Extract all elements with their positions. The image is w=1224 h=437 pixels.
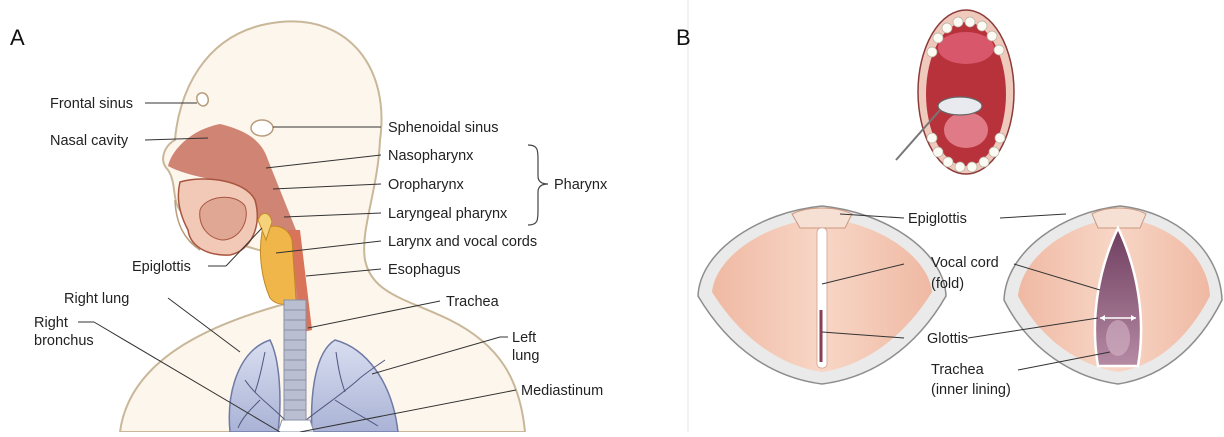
label-trachea-a: Trachea xyxy=(446,294,500,310)
label-left-lung-line1: Left xyxy=(512,330,536,346)
label-right-bronchus-line1: Right xyxy=(34,315,68,331)
label-laryngeal-pharynx: Laryngeal pharynx xyxy=(388,206,508,222)
label-right-bronchus-line2: bronchus xyxy=(34,333,94,349)
label-trachea-b-line1: Trachea xyxy=(931,362,985,378)
frontal-sinus-shape xyxy=(197,93,209,106)
panel-b: B xyxy=(676,10,1222,398)
pharynx-bracket xyxy=(528,145,548,225)
label-nasal-cavity: Nasal cavity xyxy=(50,133,129,149)
label-epiglottis-a: Epiglottis xyxy=(132,259,191,275)
label-nasopharynx: Nasopharynx xyxy=(388,148,474,164)
label-larynx-vocal-cords: Larynx and vocal cords xyxy=(388,234,537,250)
label-mediastinum: Mediastinum xyxy=(521,383,603,399)
label-vocal-cord-line2: (fold) xyxy=(931,276,964,292)
label-oropharynx: Oropharynx xyxy=(388,177,465,193)
sphenoidal-sinus-shape xyxy=(251,120,273,136)
open-mouth-illustration xyxy=(896,10,1014,174)
glottis-closed-view xyxy=(698,206,946,384)
label-right-lung: Right lung xyxy=(64,291,129,307)
label-frontal-sinus: Frontal sinus xyxy=(50,96,133,112)
label-glottis: Glottis xyxy=(927,331,968,347)
trachea-shape xyxy=(284,300,306,420)
label-epiglottis-b: Epiglottis xyxy=(908,211,967,227)
laryngeal-mirror xyxy=(938,97,982,115)
panel-a-letter: A xyxy=(10,25,25,50)
label-left-lung-line2: lung xyxy=(512,348,539,364)
label-sphenoidal-sinus: Sphenoidal sinus xyxy=(388,120,498,136)
glottis-open-view xyxy=(1004,206,1222,384)
panel-a: A xyxy=(10,21,608,432)
label-esophagus: Esophagus xyxy=(388,262,461,278)
panel-b-letter: B xyxy=(676,25,691,50)
label-pharynx: Pharynx xyxy=(554,177,608,193)
label-vocal-cord-line1: Vocal cord xyxy=(931,255,999,271)
label-trachea-b-line2: (inner lining) xyxy=(931,382,1011,398)
